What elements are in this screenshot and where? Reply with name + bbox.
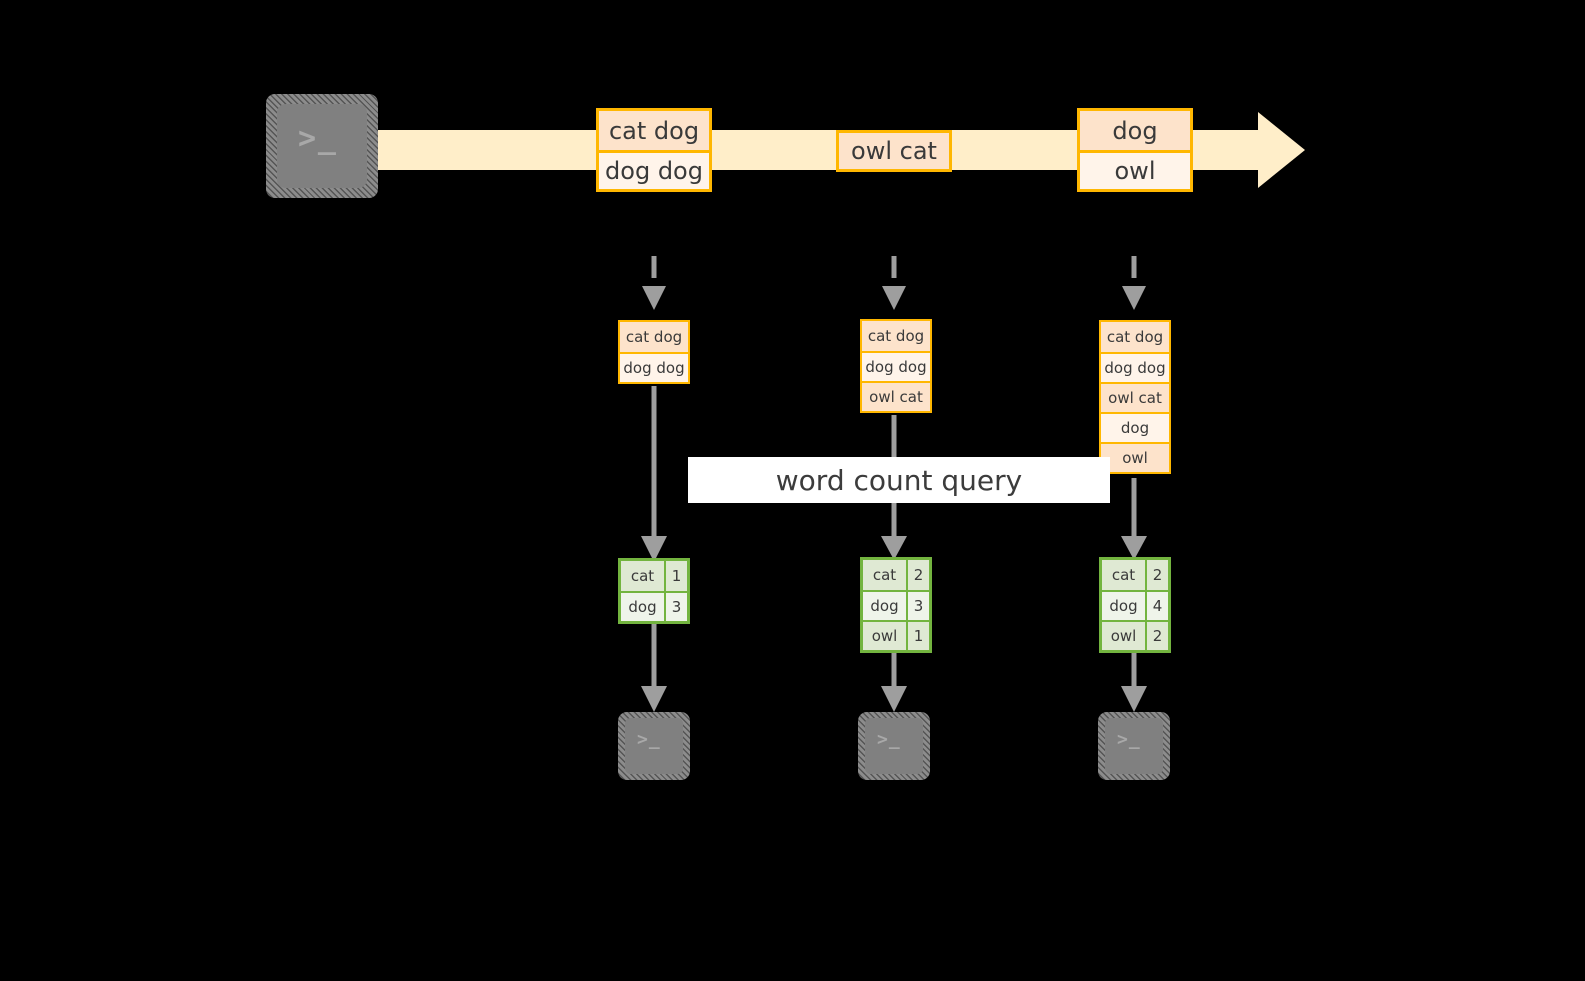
word-cell: cat xyxy=(863,560,908,590)
terminal-prompt-glyph: >_ xyxy=(1117,729,1141,750)
snapshot-record: owl cat xyxy=(1101,382,1169,412)
snapshot-record: owl cat xyxy=(862,381,930,411)
word-cell: cat xyxy=(1102,560,1147,590)
snapshot-1-records: cat dog dog dog xyxy=(618,320,690,384)
count-cell: 4 xyxy=(1152,597,1163,615)
table-row: dog 3 xyxy=(863,590,929,620)
snapshot-record: dog dog xyxy=(620,352,688,382)
result-table-3: cat 2 dog 4 owl 2 xyxy=(1099,557,1171,653)
table-row: owl 2 xyxy=(1102,620,1168,650)
terminal-body xyxy=(277,104,367,188)
word-cell: cat xyxy=(621,561,666,591)
table-row: cat 1 xyxy=(621,561,687,591)
stream-group-2: owl cat xyxy=(836,130,952,172)
word-cell: owl xyxy=(1102,622,1147,650)
stream-record: owl xyxy=(1080,150,1190,189)
snapshot-record: dog dog xyxy=(1101,352,1169,382)
query-label: word count query xyxy=(688,457,1110,503)
stream-group-1: cat dog dog dog xyxy=(596,108,712,192)
snapshot-record: dog xyxy=(1101,412,1169,442)
terminal-prompt-glyph: >_ xyxy=(877,729,901,750)
result-table-1: cat 1 dog 3 xyxy=(618,558,690,624)
terminal-body xyxy=(1105,718,1163,774)
snapshot-record: cat dog xyxy=(1101,322,1169,352)
table-row: owl 1 xyxy=(863,620,929,650)
sink-terminal-icon-1: >_ xyxy=(618,712,690,780)
terminal-prompt-glyph: >_ xyxy=(637,729,661,750)
stream-record: dog dog xyxy=(599,150,709,189)
stream-record: cat dog xyxy=(599,111,709,150)
snapshot-record: cat dog xyxy=(862,321,930,351)
snapshot-3-records: cat dog dog dog owl cat dog owl xyxy=(1099,320,1171,474)
count-cell: 2 xyxy=(1152,566,1163,584)
snapshot-record: dog dog xyxy=(862,351,930,381)
count-cell: 3 xyxy=(671,598,682,616)
word-cell: dog xyxy=(621,593,666,621)
stream-record: dog xyxy=(1080,111,1190,150)
count-cell: 1 xyxy=(913,627,924,645)
terminal-prompt-glyph: >_ xyxy=(298,121,338,156)
terminal-body xyxy=(865,718,923,774)
table-row: cat 2 xyxy=(863,560,929,590)
table-row: dog 4 xyxy=(1102,590,1168,620)
count-cell: 2 xyxy=(913,566,924,584)
sink-terminal-icon-2: >_ xyxy=(858,712,930,780)
result-table-2: cat 2 dog 3 owl 1 xyxy=(860,557,932,653)
word-cell: dog xyxy=(863,592,908,620)
stream-record: owl cat xyxy=(839,133,949,169)
word-cell: owl xyxy=(863,622,908,650)
source-terminal-icon: >_ xyxy=(266,94,378,198)
count-cell: 2 xyxy=(1152,627,1163,645)
snapshot-record: owl xyxy=(1101,442,1169,472)
word-cell: dog xyxy=(1102,592,1147,620)
table-row: dog 3 xyxy=(621,591,687,621)
snapshot-record: cat dog xyxy=(620,322,688,352)
sink-terminal-icon-3: >_ xyxy=(1098,712,1170,780)
table-row: cat 2 xyxy=(1102,560,1168,590)
count-cell: 3 xyxy=(913,597,924,615)
terminal-body xyxy=(625,718,683,774)
count-cell: 1 xyxy=(671,567,682,585)
stream-group-3: dog owl xyxy=(1077,108,1193,192)
snapshot-2-records: cat dog dog dog owl cat xyxy=(860,319,932,413)
